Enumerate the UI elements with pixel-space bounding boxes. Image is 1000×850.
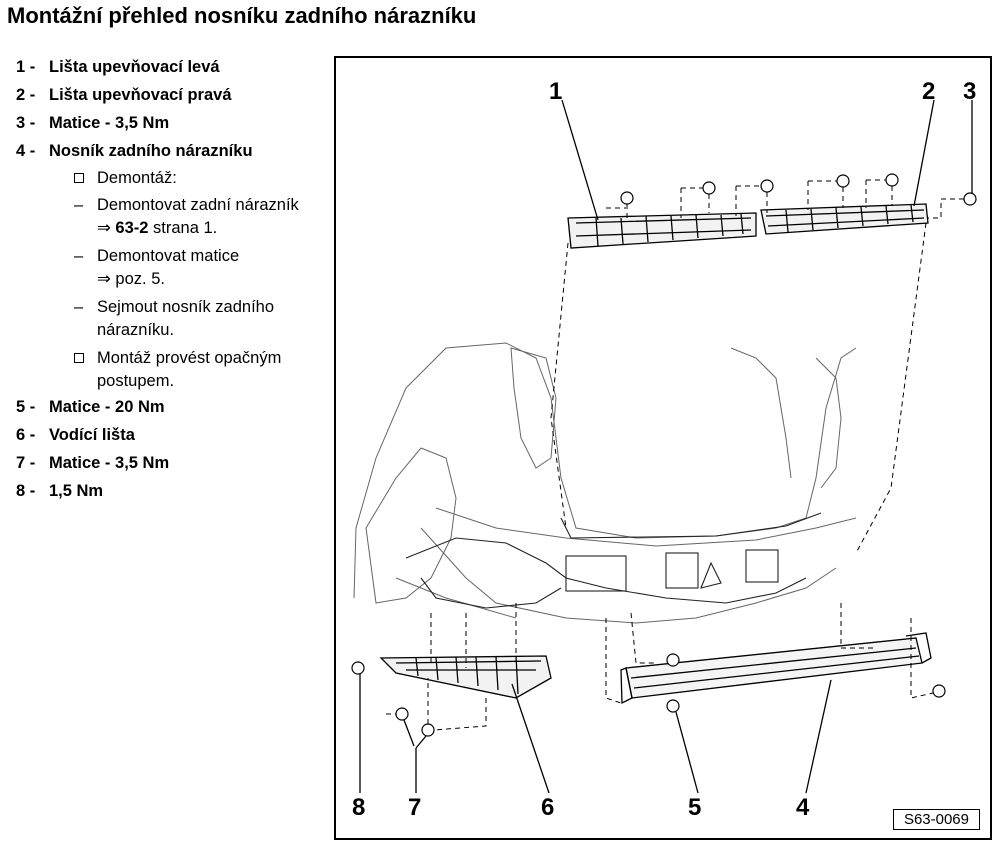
checkbox-icon [74, 167, 90, 188]
strip-left [567, 212, 757, 249]
reference-link[interactable]: 63-2 [115, 219, 149, 237]
checkbox-icon [74, 347, 90, 368]
legend-label: Lišta upevňovací levá [49, 58, 220, 76]
guide-lines-beam [605, 603, 934, 704]
beam-nuts [666, 653, 946, 713]
leader-lines [359, 99, 973, 794]
legend-number: 2 - [16, 86, 36, 104]
top-nuts [620, 173, 977, 206]
callout-4: 4 [796, 794, 810, 821]
substep-text: Demontáž: [97, 169, 177, 187]
legend-label: Matice - 3,5 Nm [49, 454, 170, 472]
strip-right [760, 203, 929, 235]
arrow-icon: ⇒ [97, 219, 111, 237]
legend-label: Matice - 20 Nm [49, 398, 165, 416]
bumper-beam [620, 632, 932, 705]
legend-number: 1 - [16, 58, 36, 76]
substep-text: Montáž provést opačným [97, 349, 282, 367]
substep-reference[interactable]: ⇒ 63-2 strana 1. [97, 217, 217, 240]
guide-lines-top [550, 179, 964, 554]
legend-number: 8 - [16, 482, 36, 500]
dash-marker: – [74, 196, 84, 214]
substep-text: Demontovat matice [97, 247, 240, 265]
callout-7: 7 [408, 794, 422, 821]
legend-label: Matice - 3,5 Nm [49, 114, 170, 132]
callout-8: 8 [352, 794, 366, 821]
legend-number: 4 - [16, 142, 36, 160]
dash-marker: – [74, 298, 84, 316]
substep-text: nárazníku. [97, 321, 175, 339]
legend-number: 7 - [16, 454, 36, 472]
callout-6: 6 [541, 794, 555, 821]
rear-carrier [405, 512, 822, 609]
assembly-diagram: 1 2 3 4 5 6 7 8 S63-0069 [334, 56, 992, 840]
legend-number: 5 - [16, 398, 36, 416]
legend-number: 3 - [16, 114, 36, 132]
page-title: Montážní přehled nosníku zadního nárazní… [7, 3, 477, 28]
legend-label: Lišta upevňovací pravá [49, 86, 232, 104]
reference-suffix: strana 1. [153, 219, 218, 237]
callout-3: 3 [963, 78, 977, 105]
legend-label: 1,5 Nm [49, 482, 104, 500]
callout-1: 1 [549, 78, 563, 105]
figure-code: S63-0069 [892, 809, 980, 830]
callout-5: 5 [688, 794, 702, 821]
substep-text: postupem. [97, 372, 175, 390]
legend-label: Vodící lišta [49, 426, 135, 444]
substep-text: Sejmout nosník zadního [97, 298, 275, 316]
legend-number: 6 - [16, 426, 36, 444]
dash-marker: – [74, 247, 84, 265]
diagram-drawing [351, 99, 977, 794]
guide-lines-lower [386, 603, 517, 731]
callout-2: 2 [922, 78, 936, 105]
legend-label: Nosník zadního nárazníku [49, 142, 253, 160]
guide-nuts [351, 661, 435, 737]
car-body-outline [353, 342, 857, 624]
reference-link[interactable]: poz. 5. [115, 270, 165, 288]
substep-text: Demontovat zadní nárazník [97, 196, 299, 214]
arrow-icon: ⇒ [97, 270, 111, 288]
guide-strip [379, 655, 552, 699]
substep-reference[interactable]: ⇒ poz. 5. [97, 268, 165, 291]
